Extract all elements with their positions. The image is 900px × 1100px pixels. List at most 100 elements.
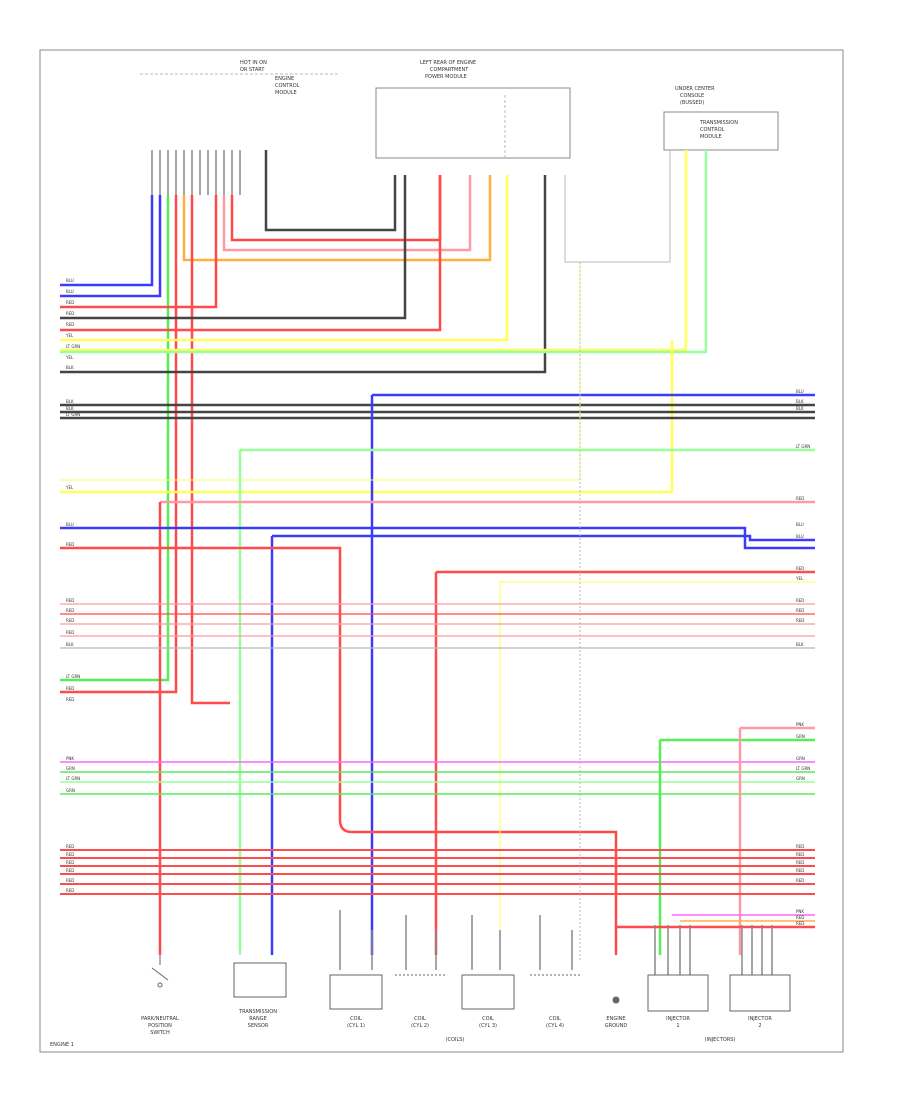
top-right-label: UNDER CENTER CONSOLE (BUSSED) xyxy=(675,86,715,106)
label-inj-2-b: 2 xyxy=(758,1023,761,1029)
right-wire-label: BLU xyxy=(796,534,804,539)
tcm-box-label: TRANSMISSION CONTROL MODULE xyxy=(699,120,738,140)
tcm-box-label-line-2: CONTROL xyxy=(700,127,725,133)
wire-v-red-2 xyxy=(190,195,230,705)
page-id: ENGINE 1 xyxy=(50,1042,74,1048)
label-inj-1-b: 1 xyxy=(676,1023,679,1029)
label-inj-1-a: INJECTOR xyxy=(666,1016,690,1022)
label-sensor-1-b: POSITION xyxy=(148,1023,172,1029)
right-wire-label: RED xyxy=(796,618,804,623)
left-wire-label: RED xyxy=(66,888,74,893)
right-wire-label: BLK xyxy=(796,406,804,411)
label-sensor-2-c: SENSOR xyxy=(248,1023,269,1029)
right-wire-label: RED xyxy=(796,868,804,873)
top-right-label-line-1: UNDER CENTER xyxy=(675,86,715,92)
label-coil-2-a: COIL xyxy=(414,1016,426,1022)
left-wire-label: RED xyxy=(66,322,74,327)
wire-v-black-3 xyxy=(60,175,547,374)
left-wire-label: RED xyxy=(66,860,74,865)
right-wire-label: GRN xyxy=(796,776,805,781)
label-coil-1-b: (CYL 1) xyxy=(347,1023,365,1029)
coil-1-box xyxy=(329,974,383,1010)
right-wire-label: RED xyxy=(796,921,804,926)
label-sensor-1-c: SWITCH xyxy=(150,1030,170,1036)
wire-v-ltgreen xyxy=(60,150,708,354)
left-wire-label: RED xyxy=(66,852,74,857)
left-wire-label: PNK xyxy=(66,756,74,761)
right-wire-label: PNK xyxy=(796,909,804,914)
left-wire-label: BLK xyxy=(66,406,74,411)
injector-2-box xyxy=(729,974,791,1012)
left-wire-label: RED xyxy=(66,618,74,623)
right-wire-label: BLU xyxy=(796,389,804,394)
power-module-box xyxy=(375,87,571,159)
right-wire-label: BLK xyxy=(796,642,804,647)
injector-1-box xyxy=(647,974,709,1012)
horizontal-buses xyxy=(60,262,815,960)
label-coil-3-a: COIL xyxy=(482,1016,494,1022)
right-wire-label: RED xyxy=(796,915,804,920)
wire-v-red-3 xyxy=(60,195,218,309)
label-group-coils: (COILS) xyxy=(446,1037,465,1043)
left-wire-label: LT GRN xyxy=(66,344,80,349)
left-wire-label: BLU xyxy=(66,289,74,294)
right-wire-label: RED xyxy=(796,852,804,857)
top-note-line-2: CONTROL xyxy=(275,83,300,89)
park-neutral-switch xyxy=(151,955,169,988)
top-left-label-line-1: HOT IN ON xyxy=(240,60,267,66)
left-wire-label: RED xyxy=(66,630,74,635)
left-wire-label: RED xyxy=(66,844,74,849)
top-left-label: HOT IN ON OR START xyxy=(240,60,267,73)
diagram-frame xyxy=(39,49,844,1053)
ground-point xyxy=(612,996,620,1004)
top-center-label: LEFT REAR OF ENGINE COMPARTMENT POWER MO… xyxy=(420,60,476,80)
tcm-box-label-line-1: TRANSMISSION xyxy=(699,120,738,126)
wire-v-red-1 xyxy=(60,195,178,694)
top-note-line-3: MODULE xyxy=(275,90,297,96)
left-wire-label: RED xyxy=(66,878,74,883)
label-inj-2-a: INJECTOR xyxy=(748,1016,772,1022)
right-wire-label: GRN xyxy=(796,734,805,739)
bottom-connector-pins xyxy=(339,910,773,975)
tcm-box-label-line-3: MODULE xyxy=(700,134,722,140)
left-wire-label: LT GRN xyxy=(66,776,80,781)
right-wire-label: RED xyxy=(796,878,804,883)
left-wire-label: RED xyxy=(66,868,74,873)
left-wire-label: RED xyxy=(66,300,74,305)
left-wire-label: RED xyxy=(66,598,74,603)
label-sensor-1-a: PARK/NEUTRAL xyxy=(141,1016,179,1022)
left-wire-label: YEL xyxy=(65,333,74,338)
left-wire-label: BLU xyxy=(66,522,74,527)
left-wire-label: LT GRN xyxy=(66,674,80,679)
left-wire-label: GRN xyxy=(66,766,75,771)
left-wire-label: BLU xyxy=(66,278,74,283)
right-wire-label: RED xyxy=(796,844,804,849)
right-wire-label: LT GRN xyxy=(796,444,810,449)
label-sensor-2-a: TRANSMISSION xyxy=(238,1009,277,1015)
wire-v-orange xyxy=(182,175,492,262)
coil-3-box xyxy=(461,974,515,1010)
top-right-label-line-2: CONSOLE xyxy=(680,93,704,99)
right-wire-label: GRN xyxy=(796,756,805,761)
left-wire-label: BLK xyxy=(66,642,74,647)
range-sensor-box xyxy=(233,962,287,998)
label-coil-3-b: (CYL 3) xyxy=(479,1023,497,1029)
label-sensor-2-b: RANGE xyxy=(249,1016,266,1022)
top-note-label: ENGINE CONTROL MODULE xyxy=(275,76,300,96)
label-ground-a: ENGINE xyxy=(606,1016,625,1022)
wire-v-pink xyxy=(222,175,472,252)
wire-v-yellow-2 xyxy=(60,150,688,352)
label-coil-2-b: (CYL 2) xyxy=(411,1023,429,1029)
wire-v-green xyxy=(60,195,170,682)
label-coil-4-a: COIL xyxy=(549,1016,561,1022)
vertical-feeds xyxy=(60,150,708,705)
wire-v-yellow-1 xyxy=(60,175,509,342)
right-wire-label: BLK xyxy=(796,399,804,404)
top-note-line-1: ENGINE xyxy=(275,76,294,82)
wire-v-blue-2 xyxy=(60,195,162,298)
bottom-labels: PARK/NEUTRAL POSITION SWITCH TRANSMISSIO… xyxy=(141,1009,772,1043)
top-center-label-line-3: POWER MODULE xyxy=(425,74,467,80)
wire-v-black-2 xyxy=(60,175,407,320)
